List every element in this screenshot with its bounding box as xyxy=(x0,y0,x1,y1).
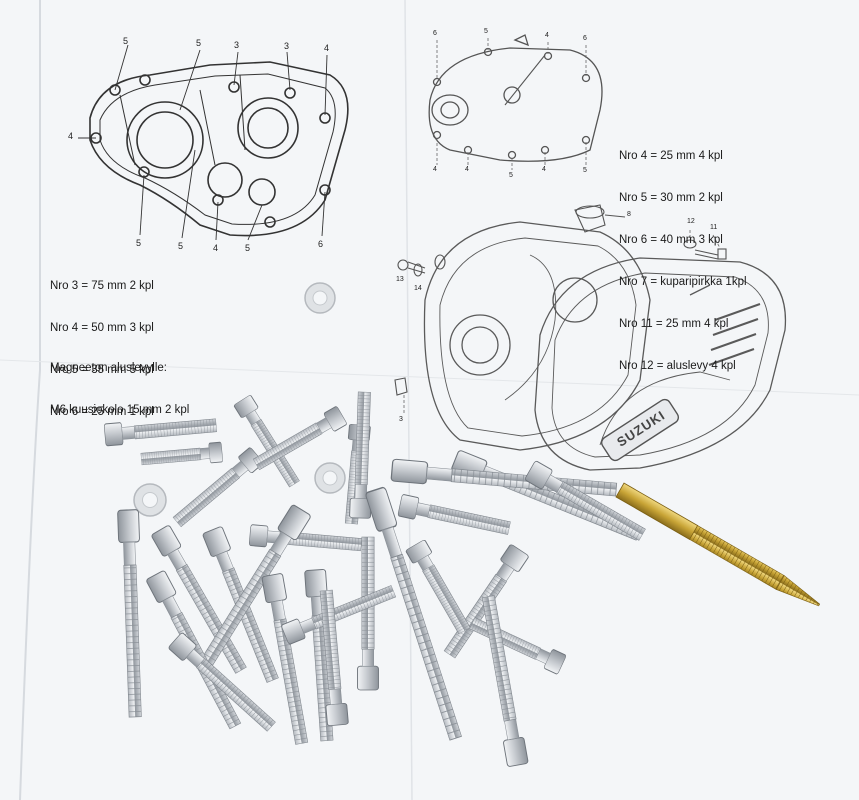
washer-note: Magneeton aluslevylle: M6 kuusiokolo 15 … xyxy=(50,333,189,445)
callout-number: 4 xyxy=(324,43,330,53)
note-line: Magneeton aluslevylle: xyxy=(50,362,167,374)
callout-number: 6 xyxy=(583,35,587,42)
callout-number: 8 xyxy=(627,211,631,218)
callout-number: 3 xyxy=(284,41,290,51)
callout-number: 13 xyxy=(396,276,404,283)
legend-line: Nro 5 = 35 mm 5 kpl xyxy=(50,364,154,376)
callout-number: 4 xyxy=(542,166,546,173)
callout-number: 5 xyxy=(196,38,202,48)
legend-line: Nro 6 = 40 mm 3 kpl xyxy=(619,234,723,246)
callout-number: 6 xyxy=(318,239,324,249)
callout-number: 6 xyxy=(433,30,437,37)
callout-number: 5 xyxy=(509,172,513,179)
callout-number: 4 xyxy=(433,166,437,173)
legend-line: Nro 3 = 75 mm 2 kpl xyxy=(50,280,154,292)
legend-line: Nro 7 = kuparipirkka 1kpl xyxy=(619,276,747,288)
callout-number: 5 xyxy=(245,243,251,253)
callout-number: 4 xyxy=(545,32,549,39)
callout-number: 5 xyxy=(136,238,142,248)
callout-number: 4 xyxy=(465,166,469,173)
callout-number: 5 xyxy=(583,167,587,174)
callout-number: 5 xyxy=(484,28,488,35)
callout-number: 11 xyxy=(710,224,718,231)
legend-line: Nro 4 = 50 mm 3 kpl xyxy=(50,322,154,334)
legend-line: Nro 6 = 25 mm 1 kpl xyxy=(50,406,154,418)
callout-number: 3 xyxy=(234,40,240,50)
callout-number: 3 xyxy=(399,416,403,423)
callout-number: 4 xyxy=(68,131,74,141)
left-legend: Nro 3 = 75 mm 2 kpl Nro 4 = 50 mm 3 kpl … xyxy=(50,251,154,447)
callout-number: 14 xyxy=(414,285,422,292)
callout-number: 12 xyxy=(687,218,695,225)
right-legend: Nro 4 = 25 mm 4 kpl Nro 5 = 30 mm 2 kpl … xyxy=(619,121,747,401)
note-line: M6 kuusiokolo 15 mm 2 kpl xyxy=(50,404,190,416)
callout-number: 4 xyxy=(213,243,219,253)
callout-number: 5 xyxy=(178,241,184,251)
legend-line: Nro 11 = 25 mm 4 kpl xyxy=(619,318,729,330)
legend-line: Nro 12 = aluslevy 4 kpl xyxy=(619,360,736,372)
callout-number: 5 xyxy=(123,36,129,46)
legend-line: Nro 5 = 30 mm 2 kpl xyxy=(619,192,723,204)
legend-line: Nro 4 = 25 mm 4 kpl xyxy=(619,150,723,162)
